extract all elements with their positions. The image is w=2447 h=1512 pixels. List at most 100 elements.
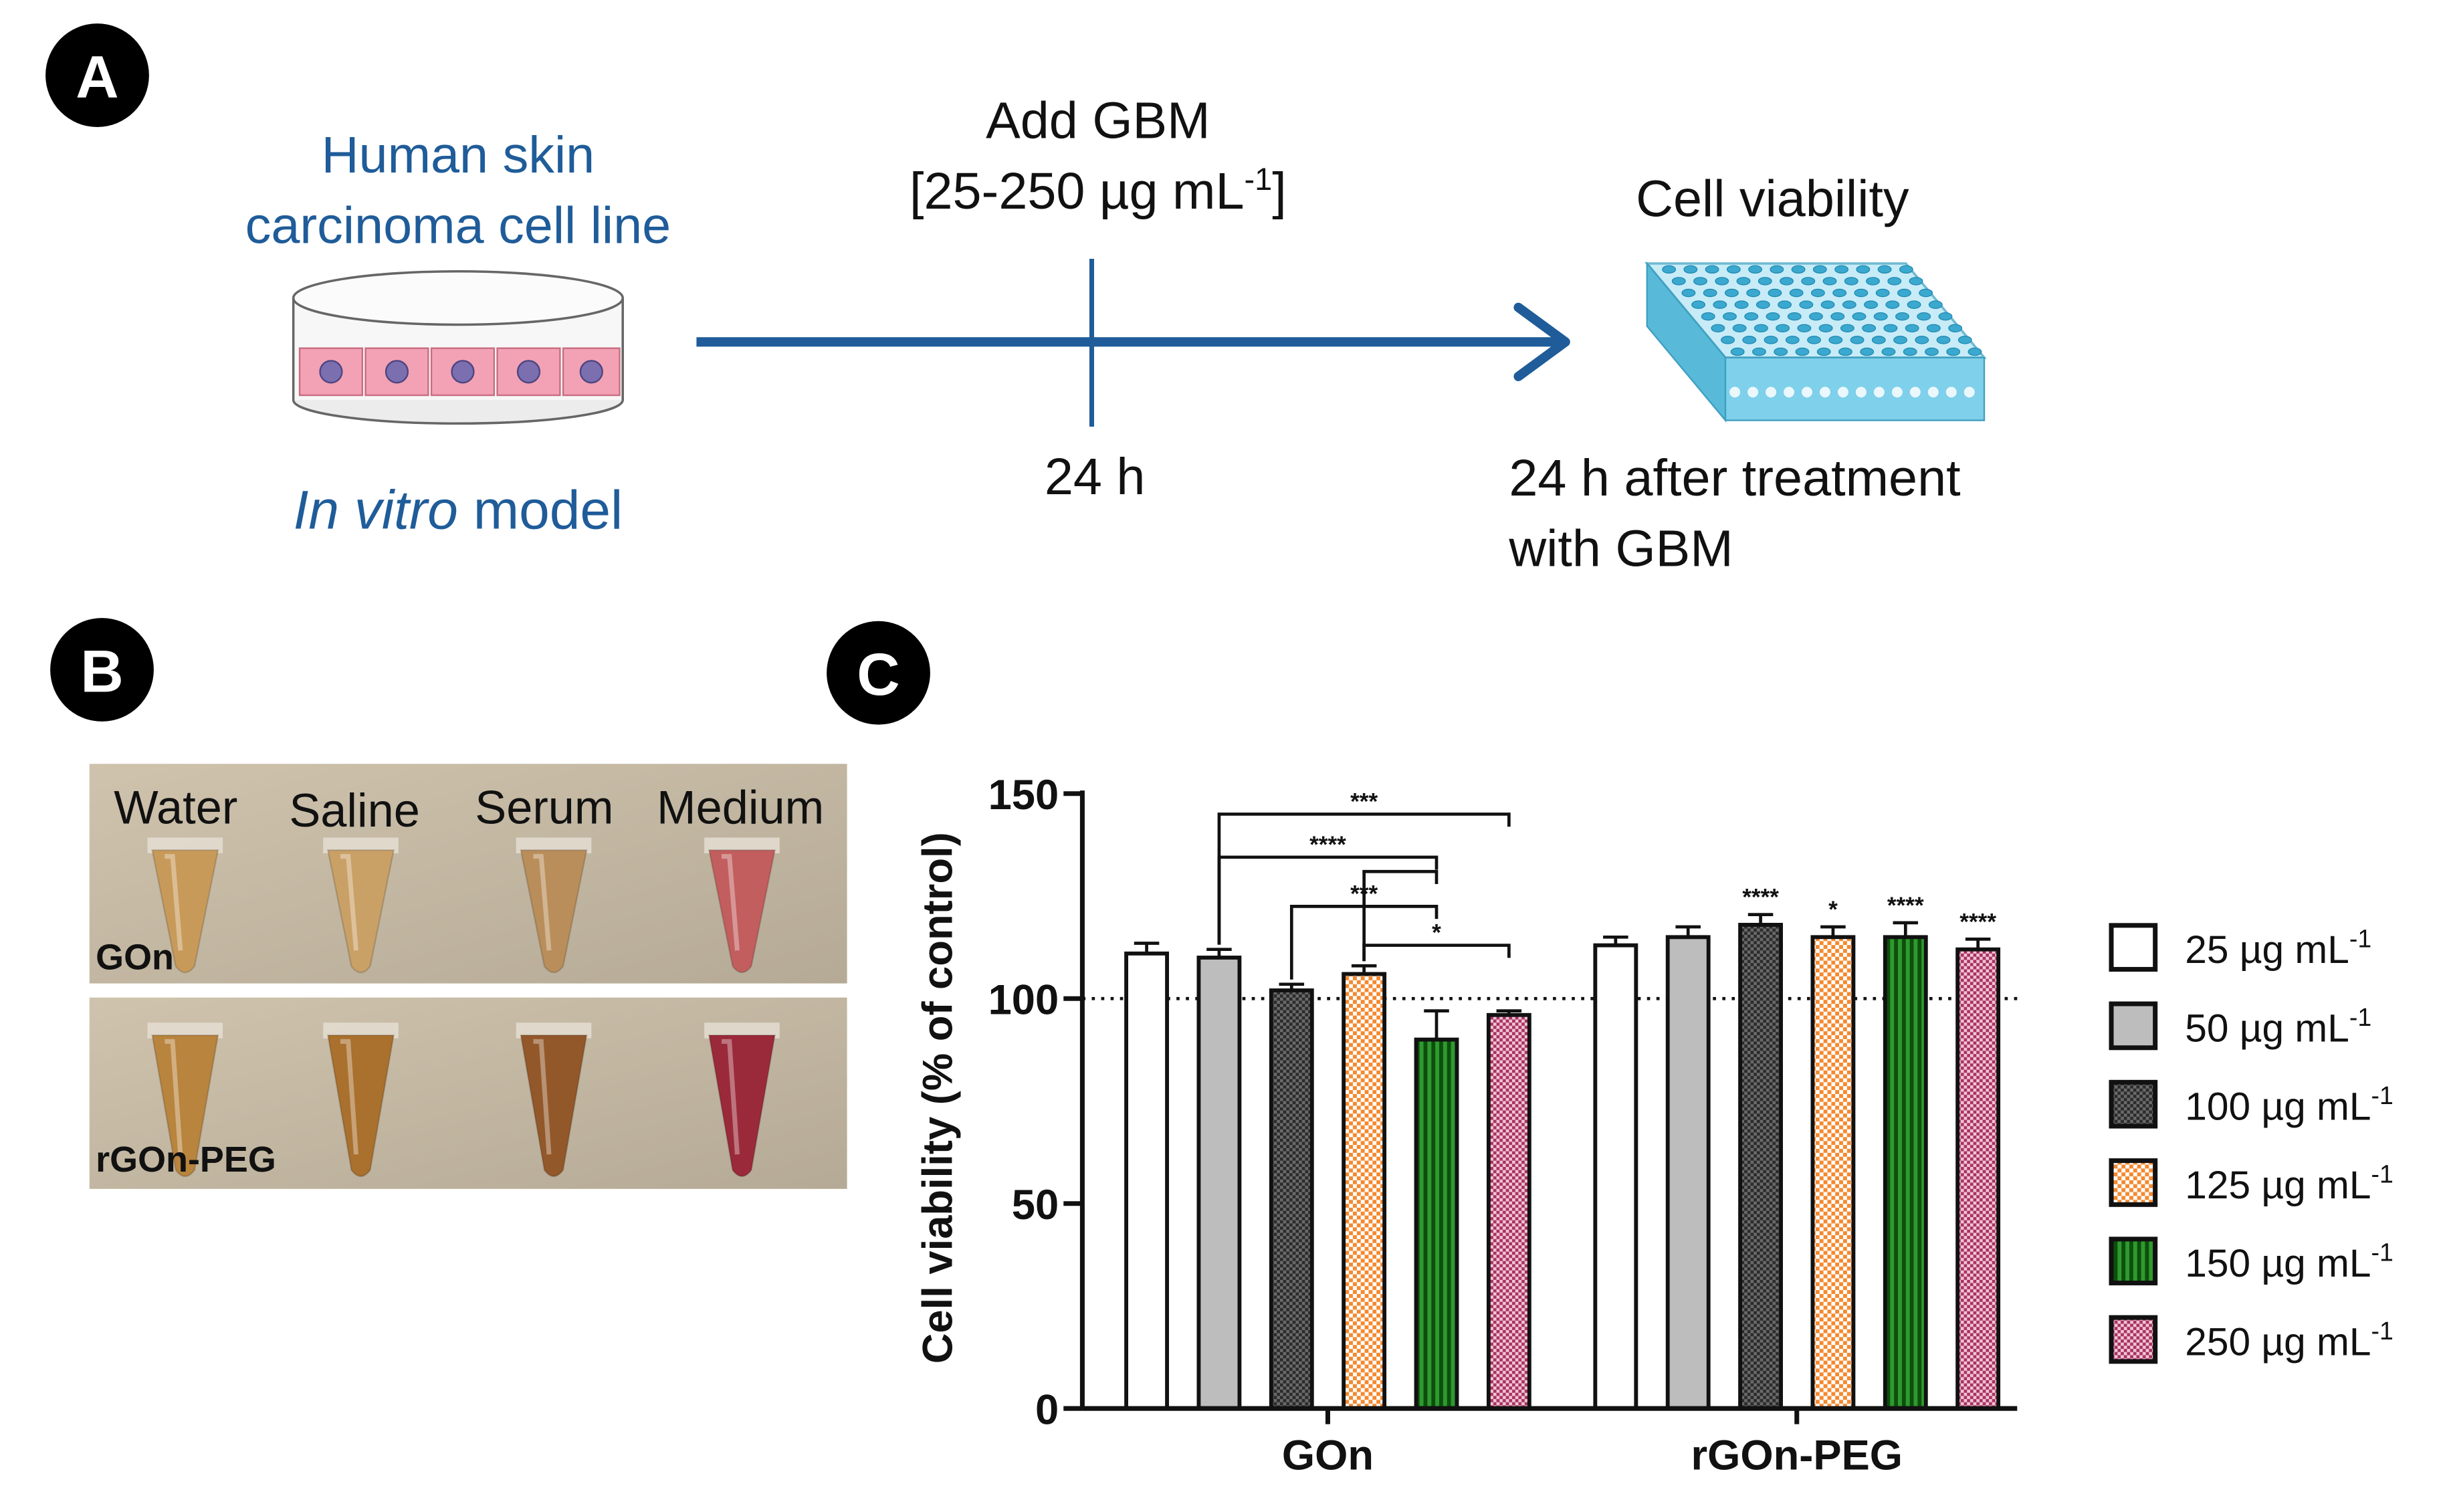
- legend-swatch: [2109, 1158, 2158, 1207]
- column-label-water: Water: [114, 780, 237, 833]
- plate-well: [1834, 265, 1849, 274]
- time-label: 24 h: [1045, 448, 1146, 506]
- plate-well: [1726, 265, 1741, 274]
- well-plate-icon: [1644, 261, 1987, 423]
- y-tick-label: 0: [1035, 1387, 1059, 1434]
- plate-well: [1907, 300, 1921, 309]
- plate-side-well: [1820, 387, 1830, 398]
- plate-well: [1746, 288, 1761, 298]
- legend-swatch: [2109, 923, 2158, 972]
- plate-well: [1887, 277, 1902, 286]
- significance-mark: ****: [1887, 893, 1924, 919]
- plate-well: [1840, 324, 1854, 332]
- cell-line-title-line2: carcinoma cell line: [245, 197, 671, 255]
- x-tick-label: rGOn-PEG: [1691, 1432, 1903, 1479]
- plate-well: [1776, 324, 1790, 332]
- plate-side-well: [1766, 387, 1777, 398]
- plate-well: [1795, 347, 1810, 356]
- plate-well: [1881, 347, 1896, 356]
- sample-tube: [708, 1034, 776, 1178]
- plate-well: [1681, 288, 1696, 298]
- plate-well: [1864, 300, 1879, 309]
- tube-cap: [323, 837, 399, 853]
- plate-wells: [1662, 265, 1982, 398]
- plate-well: [1899, 265, 1913, 274]
- plate-well: [1905, 324, 1919, 332]
- sample-tube: [520, 1034, 588, 1178]
- plate-well: [1671, 277, 1686, 286]
- tube-cap: [516, 1022, 592, 1039]
- plate-well: [1862, 324, 1877, 332]
- plate-well: [1770, 265, 1784, 274]
- plate-well: [1789, 288, 1804, 298]
- plate-well: [1683, 265, 1698, 274]
- significance-mark: ****: [1742, 885, 1779, 911]
- plate-well: [1967, 347, 1982, 356]
- column-label-serum: Serum: [475, 780, 613, 833]
- bar: [1486, 1012, 1531, 1411]
- plate-well: [1752, 347, 1766, 356]
- plate-well: [1850, 336, 1865, 344]
- plate-well: [1764, 336, 1778, 344]
- plate-well: [1701, 312, 1715, 321]
- plate-well: [1734, 300, 1749, 309]
- plate-well: [1895, 312, 1909, 321]
- plate-well: [1713, 300, 1727, 309]
- plate-well: [1856, 265, 1871, 274]
- plate-well: [1809, 312, 1823, 321]
- plate-well: [1807, 336, 1821, 344]
- legend-label: 25 µg mL-1: [2185, 925, 2371, 972]
- plate-well: [1925, 347, 1939, 356]
- x-tick-label: GOn: [1282, 1432, 1374, 1479]
- bar: [1883, 935, 1928, 1411]
- bar: [1810, 935, 1856, 1411]
- plate-side-well: [1802, 387, 1812, 398]
- panel-b-photo: Water Saline Serum Medium GOn rGOn-PEG: [89, 764, 847, 1189]
- cell-layer: [298, 347, 621, 397]
- cell-line-title-line1: Human skin: [322, 126, 595, 184]
- plate-side-well: [1747, 387, 1759, 398]
- plate-side-well: [1855, 387, 1867, 398]
- plate-well: [1715, 277, 1729, 286]
- plate-well: [1787, 312, 1802, 321]
- tube-highlight: [340, 854, 358, 951]
- tube-highlight: [533, 854, 552, 951]
- plate-well: [1828, 336, 1843, 344]
- plate-well: [1780, 277, 1794, 286]
- row-label-rgon-peg: rGOn-PEG: [96, 1140, 276, 1180]
- plate-side-well: [1873, 387, 1885, 398]
- bar: [1593, 943, 1638, 1411]
- comparison-bracket: [1289, 905, 1439, 980]
- y-axis-title: Cell viability (% of control): [915, 832, 962, 1364]
- plate-well: [1797, 324, 1812, 332]
- plate-well: [1852, 312, 1867, 321]
- plate-well: [1926, 324, 1941, 332]
- plate-well: [1756, 300, 1770, 309]
- tube-cap: [147, 837, 223, 853]
- tube-highlight: [165, 854, 183, 951]
- plate-well: [1844, 277, 1858, 286]
- y-tick-label: 50: [1012, 1182, 1059, 1228]
- after-treatment-line1: 24 h after treatment: [1509, 449, 1960, 507]
- legend-label: 150 µg mL-1: [2185, 1238, 2393, 1285]
- panel-a-badge: A: [45, 23, 149, 127]
- plate-well: [1730, 347, 1745, 356]
- legend-label: 100 µg mL-1: [2185, 1081, 2393, 1128]
- plate-well: [1871, 336, 1886, 344]
- plate-side-well: [1837, 387, 1848, 398]
- column-label-medium: Medium: [657, 780, 824, 833]
- panel-a-letter: A: [76, 43, 118, 110]
- bar: [1342, 972, 1387, 1411]
- panel-b-letter: B: [80, 637, 123, 704]
- column-label-saline: Saline: [289, 784, 420, 837]
- plate-well: [1897, 288, 1911, 298]
- plate-well: [1883, 324, 1898, 332]
- plate-well: [1705, 265, 1719, 274]
- legend-label: 50 µg mL-1: [2185, 1003, 2371, 1050]
- plate-well: [1903, 347, 1917, 356]
- bracket-significance-label: *: [1432, 920, 1441, 946]
- sample-tube: [326, 1034, 395, 1178]
- plate-side-well: [1945, 387, 1957, 398]
